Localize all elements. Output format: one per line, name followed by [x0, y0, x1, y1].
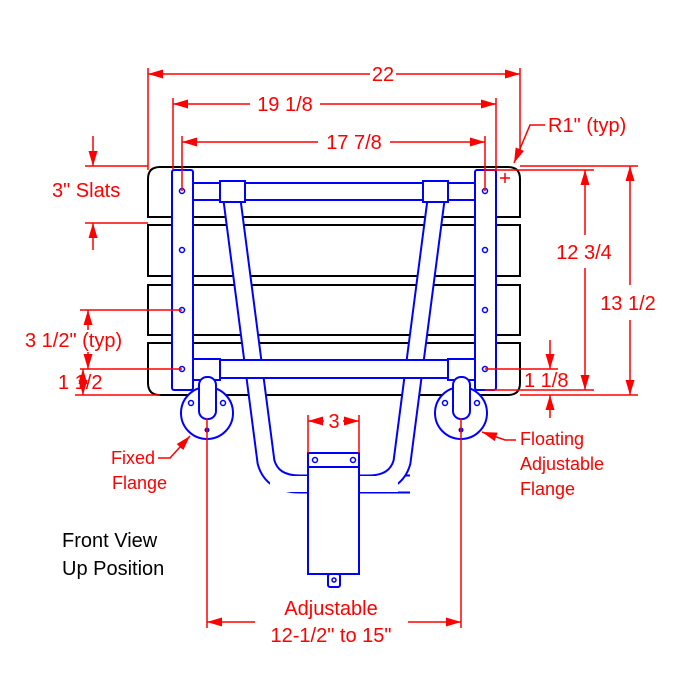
leg-plate [307, 452, 360, 588]
fixed-flange-label: Fixed [111, 448, 155, 468]
view-title: Front View [62, 530, 158, 552]
floating-flange-label: Flange [520, 479, 575, 499]
dim-overall-width: 22 [372, 64, 394, 86]
dim-bottom-left: 1 1/2 [58, 372, 102, 394]
dim-leg-plate: 3 [328, 411, 339, 433]
top-right-bracket [422, 180, 449, 203]
dim-bottom-right: 1 1/8 [524, 370, 568, 392]
view-subtitle: Up Position [62, 558, 164, 580]
floating-flange-label: Adjustable [520, 454, 604, 474]
dimension-lines [75, 68, 638, 628]
top-left-bracket [219, 180, 246, 203]
slat-2 [147, 224, 521, 277]
floating-flange [434, 376, 488, 440]
slat-3 [147, 284, 521, 336]
floating-flange-label: Floating [520, 429, 584, 449]
dim-hole-vertical: 12 3/4 [556, 242, 612, 264]
left-side-bar [171, 169, 194, 391]
dim-slat-spacing: 3 1/2" (typ) [25, 330, 122, 352]
fixed-flange-label: Flange [112, 473, 167, 493]
dim-adjustable-label: Adjustable [284, 598, 377, 620]
dim-corner-radius: R1" (typ) [548, 115, 626, 137]
dim-hole-spacing: 17 7/8 [326, 132, 382, 154]
dim-adjustable-range: 12-1/2" to 15" [271, 625, 392, 647]
dim-slat-width: 3" Slats [52, 180, 120, 202]
dim-bracket-width: 19 1/8 [257, 94, 313, 116]
dim-overall-depth: 13 1/2 [600, 293, 656, 315]
fixed-flange [180, 376, 234, 440]
right-side-bar [474, 169, 497, 391]
bottom-rail [192, 359, 476, 379]
